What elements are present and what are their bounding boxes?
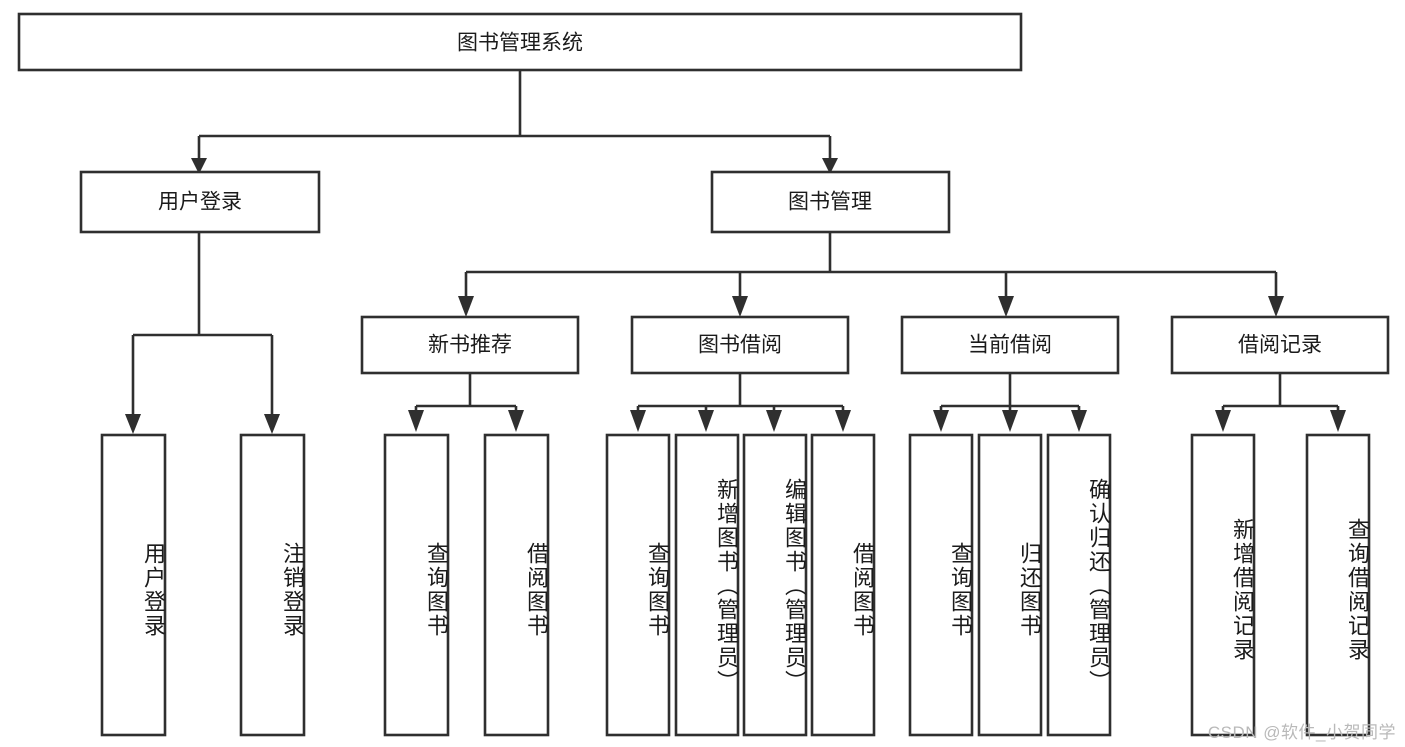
node-current-box[interactable] [900, 315, 1120, 375]
node-root[interactable]: 图书管理系统 [17, 12, 1023, 72]
node-records-1-box[interactable] [1190, 433, 1256, 737]
arrow-head-borrow-3 [766, 410, 782, 432]
arrow-head-newbook-1 [408, 410, 424, 432]
node-borrow-box[interactable] [630, 315, 850, 375]
leaf-box-layer [100, 433, 1371, 737]
arrow-head-records-1 [1215, 410, 1231, 432]
node-newbook-1-box[interactable] [383, 433, 450, 737]
node-newbook-label: 新书推荐 [428, 334, 512, 357]
node-login-2-box[interactable] [239, 433, 306, 737]
node-login-1-box[interactable] [100, 433, 167, 737]
node-login-box[interactable] [79, 170, 321, 234]
node-current[interactable]: 当前借阅 [900, 315, 1120, 375]
node-records[interactable]: 借阅记录 [1170, 315, 1390, 375]
arrow-head-records-2 [1330, 410, 1346, 432]
node-records-label: 借阅记录 [1238, 334, 1322, 357]
arrow-head-login-2 [264, 414, 280, 434]
node-records-box[interactable] [1170, 315, 1390, 375]
node-login[interactable]: 用户登录 [79, 170, 321, 234]
node-root-label: 图书管理系统 [457, 32, 583, 55]
arrow-head-current-1 [933, 410, 949, 432]
node-borrow-3-box[interactable] [742, 433, 808, 737]
node-borrow-1-box[interactable] [605, 433, 671, 737]
node-borrow-4-box[interactable] [810, 433, 876, 737]
arrow-head-borrow-1 [630, 410, 646, 432]
node-login-label: 用户登录 [158, 191, 242, 214]
node-newbook-box[interactable] [360, 315, 580, 375]
node-bookmgmt-label: 图书管理 [788, 191, 872, 214]
node-borrow-label: 图书借阅 [698, 334, 782, 357]
node-borrow[interactable]: 图书借阅 [630, 315, 850, 375]
node-bookmgmt-box[interactable] [710, 170, 951, 234]
watermark-text: CSDN @软件_小贺同学 [1207, 723, 1396, 742]
arrow-head-borrow-4 [835, 410, 851, 432]
arrow-head-records [1268, 296, 1284, 317]
arrow-head-newbook [458, 296, 474, 317]
arrow-head-current-3 [1071, 410, 1087, 432]
node-current-label: 当前借阅 [968, 334, 1052, 357]
connector-layer [125, 70, 1346, 434]
arrow-head-borrow-2 [698, 410, 714, 432]
arrow-head-bookmgmt [822, 158, 838, 174]
node-records-2-box[interactable] [1305, 433, 1371, 737]
arrow-head-newbook-2 [508, 410, 524, 432]
node-current-1-box[interactable] [908, 433, 974, 737]
arrow-head-borrow [732, 296, 748, 317]
arrow-head-login-1 [125, 414, 141, 434]
arrow-head-current-2 [1002, 410, 1018, 432]
node-root-box[interactable] [17, 12, 1023, 72]
node-newbook[interactable]: 新书推荐 [360, 315, 580, 375]
node-bookmgmt[interactable]: 图书管理 [710, 170, 951, 234]
arrow-head-login [191, 158, 207, 174]
node-newbook-2-box[interactable] [483, 433, 550, 737]
node-current-2-box[interactable] [977, 433, 1043, 737]
node-current-3-box[interactable] [1046, 433, 1112, 737]
node-borrow-2-box[interactable] [674, 433, 740, 737]
arrow-head-current [998, 296, 1014, 317]
